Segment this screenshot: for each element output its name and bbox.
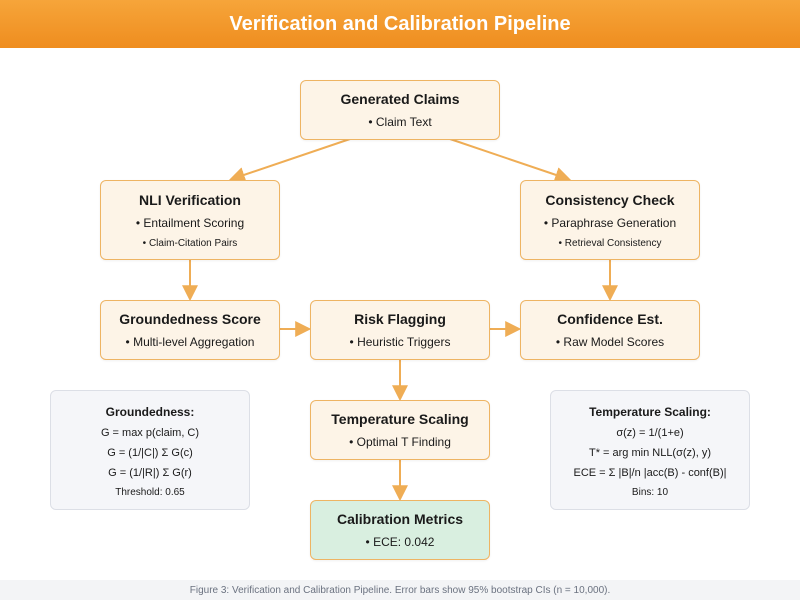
note-formula: σ(z) = 1/(1+e): [616, 427, 684, 439]
node-subtitle: • Raw Model Scores: [555, 335, 665, 349]
note-bins: Bins: 10: [631, 487, 669, 498]
node-groundedness-score: Groundedness Score • Multi-level Aggrega…: [100, 300, 280, 360]
node-subtitle: • Heuristic Triggers: [349, 335, 451, 349]
node-subtitle: • Claim Text: [368, 115, 432, 129]
node-title: Calibration Metrics: [336, 511, 464, 527]
node-subtitle: • Optimal T Finding: [349, 435, 451, 449]
note-title: Temperature Scaling:: [589, 405, 711, 419]
note-formula: G = max p(claim, C): [100, 427, 200, 439]
node-temperature-scaling: Temperature Scaling • Optimal T Finding: [310, 400, 490, 460]
node-title: Consistency Check: [545, 191, 675, 208]
note-groundedness: Groundedness: G = max p(claim, C) G = (1…: [50, 390, 250, 510]
diagram-title: Verification and Calibration Pipeline: [229, 12, 571, 35]
note-formula: G = (1/|R|) Σ G(r): [108, 467, 192, 479]
node-nli-verification: NLI Verification • Entailment Scoring • …: [100, 180, 280, 260]
node-subtitle: • ECE: 0.042: [365, 535, 435, 549]
note-formula: G = (1/|C|) Σ G(c): [107, 447, 193, 459]
node-title: Risk Flagging: [354, 311, 446, 327]
node-subtitle-2: • Claim-Citation Pairs: [142, 237, 238, 249]
node-title: Temperature Scaling: [331, 411, 469, 427]
node-subtitle-2: • Retrieval Consistency: [558, 237, 662, 249]
node-consistency-check: Consistency Check • Paraphrase Generatio…: [520, 180, 700, 260]
node-risk-flagging: Risk Flagging • Heuristic Triggers: [310, 300, 490, 360]
figure-caption: Figure 3: Verification and Calibration P…: [0, 580, 800, 600]
node-confidence-est: Confidence Est. • Raw Model Scores: [520, 300, 700, 360]
note-formula: T* = arg min NLL(σ(z), y): [588, 447, 711, 459]
diagram-header: Verification and Calibration Pipeline: [0, 0, 800, 48]
caption-text: Figure 3: Verification and Calibration P…: [189, 584, 611, 596]
note-formula: ECE = Σ |B|/n |acc(B) - conf(B)|: [573, 467, 727, 479]
node-calibration-metrics: Calibration Metrics • ECE: 0.042: [310, 500, 490, 560]
arrow-claims-to-consistency: [449, 138, 572, 183]
node-title: Confidence Est.: [557, 311, 663, 327]
note-threshold: Threshold: 0.65: [115, 487, 185, 498]
node-title: Groundedness Score: [119, 311, 261, 327]
note-title: Groundedness:: [105, 405, 195, 419]
node-subtitle: • Paraphrase Generation: [543, 215, 677, 230]
note-temperature-scaling: Temperature Scaling: σ(z) = 1/(1+e) T* =…: [550, 390, 750, 510]
node-subtitle: • Multi-level Aggregation: [125, 335, 255, 349]
node-subtitle: • Entailment Scoring: [135, 215, 245, 230]
node-title: NLI Verification: [139, 191, 241, 208]
arrow-claims-to-nli: [228, 138, 351, 183]
node-generated-claims: Generated Claims • Claim Text: [300, 80, 500, 140]
node-title: Generated Claims: [340, 91, 460, 107]
